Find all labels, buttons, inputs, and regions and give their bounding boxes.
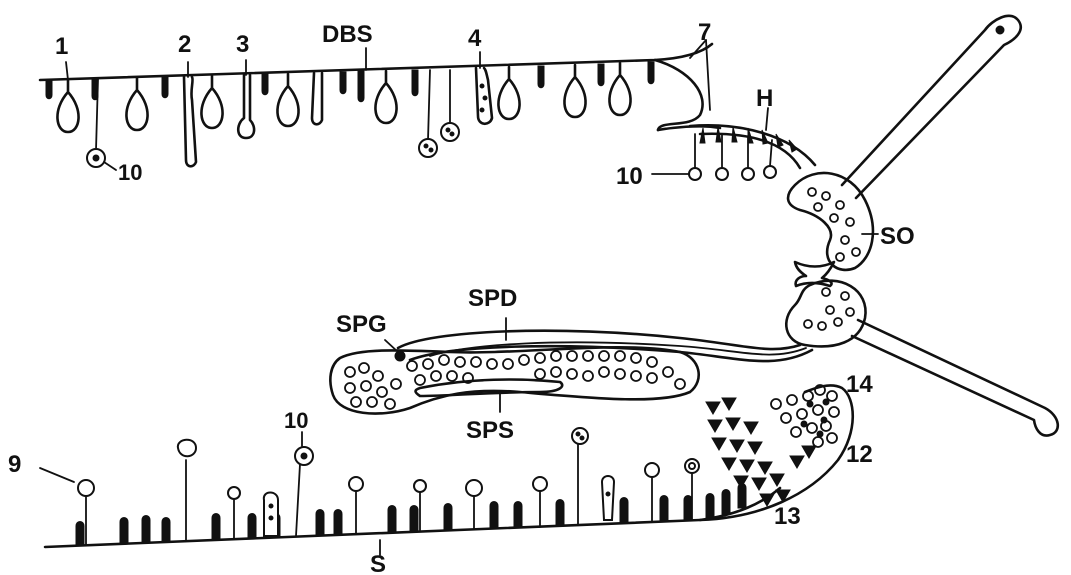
label-h: H [756, 85, 773, 112]
sps-strand [416, 380, 563, 412]
spd-duct [398, 318, 812, 361]
label-spd: SPD [468, 285, 517, 312]
label-s: S [370, 551, 386, 575]
organ-arch-h [652, 108, 815, 180]
label-10-dorsal: 10 [118, 160, 142, 185]
label-10-organ: 10 [616, 163, 643, 190]
ventral-knobs [76, 484, 746, 546]
label-sps: SPS [466, 417, 514, 444]
dorsal-special-cells [66, 48, 492, 167]
clustered-cells-14 [771, 385, 839, 447]
label-3: 3 [236, 31, 249, 58]
label-1: 1 [55, 33, 68, 60]
label-13: 13 [774, 503, 801, 530]
dorsal-wall [40, 44, 720, 130]
label-7: 7 [698, 19, 711, 46]
label-14: 14 [846, 371, 873, 398]
label-dbs: DBS [322, 21, 373, 48]
label-2: 2 [178, 31, 191, 58]
label-spg: SPG [336, 311, 387, 338]
label-so: SO [880, 223, 915, 250]
lower-organ [786, 281, 1058, 436]
triangle-cell-cluster [706, 398, 816, 506]
label-10-ventral: 10 [284, 408, 308, 433]
label-4: 4 [468, 25, 482, 52]
label-12: 12 [846, 441, 873, 468]
label-9: 9 [8, 451, 21, 478]
spg-gland [330, 340, 698, 414]
